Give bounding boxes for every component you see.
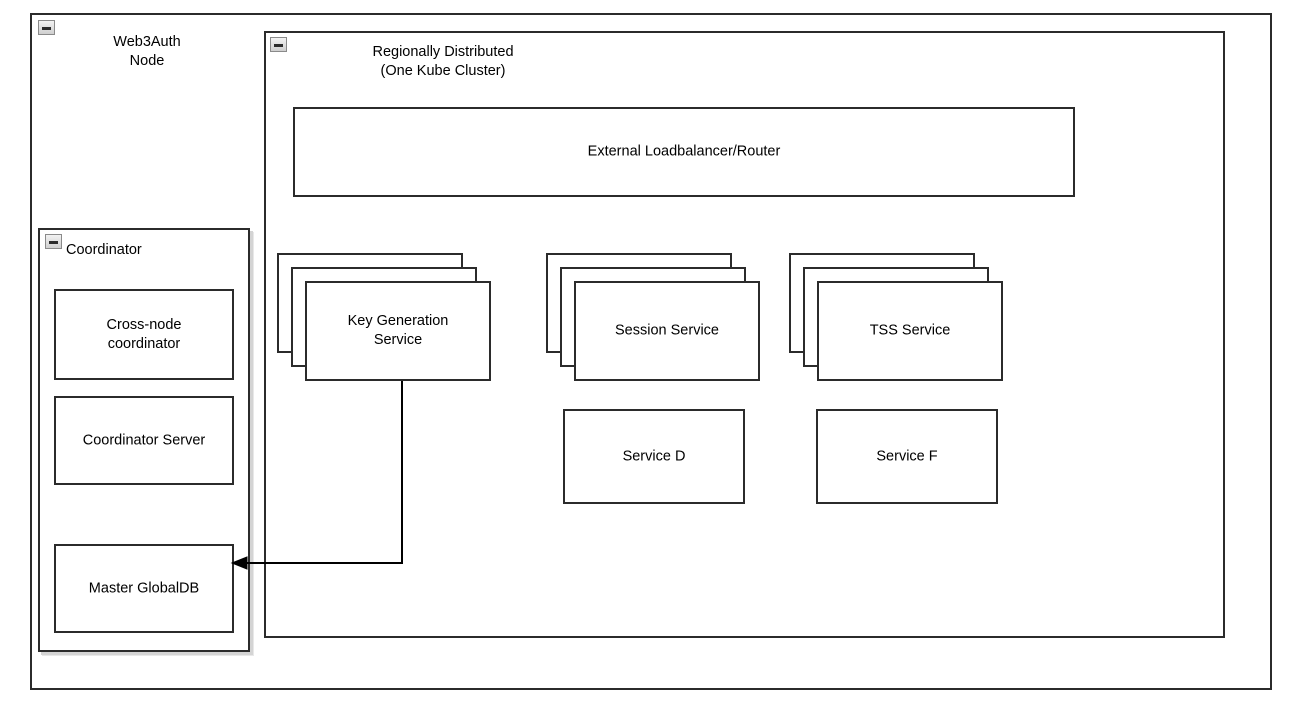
box-label-service-d: Service D [622, 448, 686, 464]
stack-tss-service[interactable]: TSS Service [789, 253, 1003, 381]
group-title-coordinator: Coordinator [66, 242, 142, 258]
collapse-icon-web3auth-node[interactable] [38, 20, 55, 35]
stack-card-front[interactable]: Session Service [574, 281, 760, 381]
box-label-external-loadbalancer-router: External Loadbalancer/Router [587, 143, 781, 160]
stack-card-front[interactable]: TSS Service [817, 281, 1003, 381]
box-master-globaldb[interactable]: Master GlobalDB [54, 544, 234, 633]
group-title-web3auth-node: Web3Auth Node [113, 34, 181, 69]
box-label-coordinator-server: Coordinator Server [82, 432, 206, 448]
box-service-d[interactable]: Service D [563, 409, 745, 504]
box-label-tss-service: TSS Service [869, 322, 951, 339]
box-coordinator-server[interactable]: Coordinator Server [54, 396, 234, 485]
stack-card-front[interactable]: Key Generation Service [305, 281, 491, 381]
box-label-session-service: Session Service [615, 322, 719, 339]
box-label-service-f: Service F [876, 448, 938, 464]
group-title-kube-cluster: Regionally Distributed (One Kube Cluster… [372, 44, 514, 79]
box-label-key-generation-service: Key Generation Service [347, 313, 449, 348]
box-label-master-globaldb: Master GlobalDB [88, 580, 200, 596]
box-service-f[interactable]: Service F [816, 409, 998, 504]
box-cross-node-coordinator[interactable]: Cross-node coordinator [54, 289, 234, 380]
collapse-icon-kube-cluster[interactable] [270, 37, 287, 52]
stack-session-service[interactable]: Session Service [546, 253, 760, 381]
box-external-loadbalancer-router[interactable]: External Loadbalancer/Router [293, 107, 1075, 197]
collapse-icon-coordinator[interactable] [45, 234, 62, 249]
stack-key-generation-service[interactable]: Key Generation Service [277, 253, 491, 381]
box-label-cross-node-coordinator: Cross-node coordinator [106, 316, 182, 352]
